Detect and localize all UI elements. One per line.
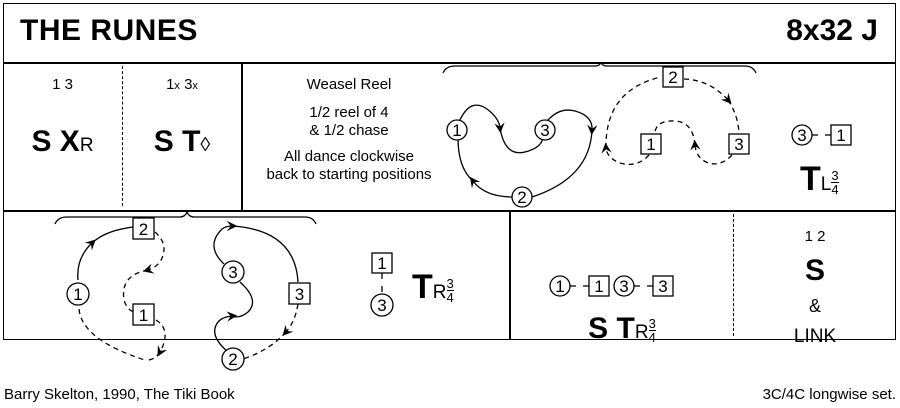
path-woman3-bottom — [282, 303, 299, 336]
cell1-figure-sub: R — [79, 135, 94, 156]
path-man3b — [531, 129, 593, 198]
svg-text:3: 3 — [658, 277, 667, 296]
turn-right-woman-icon: 1 — [371, 252, 393, 274]
man-2-icon: 2 — [511, 186, 533, 208]
path-woman1-bottom — [155, 319, 168, 357]
path-woman3 — [690, 139, 733, 165]
cell1-figure-main: S X — [31, 125, 80, 158]
bottom-man-2-icon: 2 — [221, 347, 245, 371]
cell2-dancers: 1x 3x — [166, 76, 198, 93]
set-turn-man-1-icon: 1 — [549, 275, 571, 297]
path-man2b — [457, 137, 474, 182]
svg-text:1: 1 — [377, 254, 386, 273]
turn-right-man-icon: 3 — [370, 293, 394, 317]
divider-header — [3, 62, 896, 64]
cell2-figure-main: S T — [153, 125, 201, 158]
path-man1 — [458, 104, 505, 134]
footer-set-info: 3C/4C longwise set. — [762, 386, 896, 403]
svg-text:2: 2 — [668, 68, 677, 87]
final-figure: S — [804, 254, 825, 287]
final-link: LINK — [793, 326, 837, 347]
path-man2 — [469, 176, 514, 198]
bottom-man-3-icon: 3 — [221, 260, 245, 284]
final-amp: & — [808, 296, 821, 316]
divider-dashed-4 — [733, 214, 734, 336]
man-3-icon: 3 — [534, 119, 556, 141]
set-turn-woman-3-icon: 3 — [652, 275, 674, 297]
path-woman2 — [683, 78, 732, 104]
svg-text:3: 3 — [797, 126, 806, 145]
svg-text:3: 3 — [734, 135, 743, 154]
dance-title: THE RUNES — [20, 14, 198, 47]
bottom-woman-1-icon: 1 — [132, 303, 155, 326]
bottom-man-1-icon: 1 — [66, 282, 90, 306]
dance-card-frame — [3, 3, 896, 340]
cell2-figure: S T◊ — [123, 125, 241, 159]
svg-text:1: 1 — [139, 306, 148, 325]
set-turn-man-3-icon: 3 — [613, 275, 635, 297]
bottom-woman-2-icon: 2 — [132, 217, 155, 240]
svg-text:3: 3 — [377, 296, 386, 315]
svg-text:1: 1 — [836, 126, 845, 145]
bottom-woman-3-icon: 3 — [288, 282, 311, 305]
divider-3 — [509, 210, 511, 340]
cell1-figure: S XR — [3, 125, 122, 159]
footer-credit: Barry Skelton, 1990, The Tiki Book — [4, 386, 235, 403]
path-man1b — [499, 127, 544, 154]
svg-text:1: 1 — [73, 285, 82, 304]
turn-left-woman-icon: 1 — [830, 124, 852, 146]
dance-formation: 8x32 J — [786, 14, 878, 47]
turn-left-man-icon: 3 — [791, 124, 813, 146]
final-dancers: 1 2 — [804, 228, 826, 245]
cell1-dancers: 1 3 — [52, 76, 73, 93]
svg-text:3: 3 — [619, 277, 628, 296]
woman-3-icon: 3 — [728, 133, 750, 155]
svg-text:3: 3 — [295, 285, 304, 304]
path-woman2-bottom — [143, 231, 165, 274]
divider-middle — [3, 210, 896, 212]
path-man1-bottom — [77, 239, 96, 281]
set-turn-woman-1-icon: 1 — [588, 275, 610, 297]
woman-2-icon: 2 — [662, 66, 684, 88]
woman-1-icon: 1 — [640, 133, 662, 155]
diamond-icon: ◊ — [200, 134, 211, 156]
svg-text:1: 1 — [594, 277, 603, 296]
divider-dashed-1 — [122, 66, 123, 206]
svg-text:2: 2 — [139, 220, 148, 239]
weasel-description: Weasel Reel 1/2 reel of 4 & 1/2 chase Al… — [266, 76, 432, 183]
path-man3 — [547, 109, 598, 136]
svg-text:2: 2 — [517, 188, 526, 207]
top-bracket — [442, 61, 757, 74]
man-1-icon: 1 — [446, 119, 468, 141]
path-man3-bottom — [213, 220, 238, 265]
divider-2 — [241, 62, 243, 210]
svg-text:1: 1 — [452, 121, 461, 140]
svg-text:1: 1 — [646, 135, 655, 154]
path-woman1 — [601, 142, 650, 166]
path-man2-bottom — [214, 311, 238, 353]
svg-text:2: 2 — [228, 350, 237, 369]
svg-text:1: 1 — [555, 277, 564, 296]
svg-text:3: 3 — [540, 121, 549, 140]
svg-text:3: 3 — [228, 263, 237, 282]
bottom-bracket — [54, 210, 317, 225]
